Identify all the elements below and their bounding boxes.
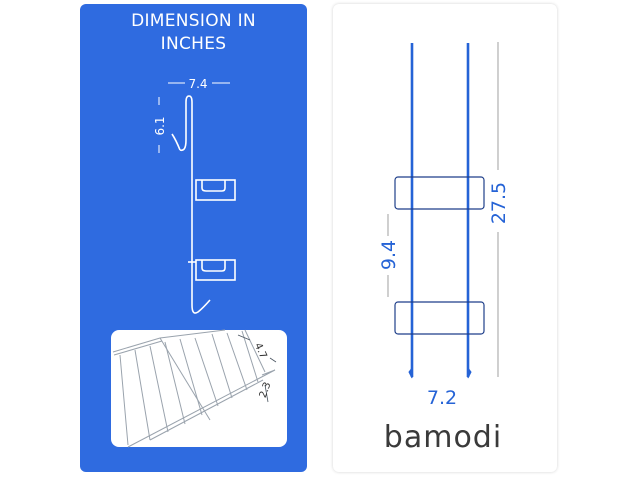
shelf-spacing-label: 9.4: [378, 240, 400, 270]
basket-photo: 4.7 2.3: [111, 329, 287, 448]
hook-width-label: 7.4: [188, 77, 207, 91]
dimension-lines: [387, 42, 499, 377]
width-label: 7.2: [427, 387, 457, 409]
bamodi-logo: bamodi: [384, 420, 502, 455]
hanger-side-profile: [158, 82, 236, 314]
hanger-front-view: [394, 43, 485, 379]
right-dimension-panel: [333, 4, 557, 472]
dimension-title: DIMENSION IN INCHES: [80, 10, 307, 56]
hook-height-label: 6.1: [153, 116, 167, 135]
total-height-label: 27.5: [488, 182, 510, 224]
title-line-1: DIMENSION IN: [131, 11, 256, 31]
title-line-2: INCHES: [160, 34, 227, 54]
basket-height-label: 2.3: [258, 381, 274, 400]
